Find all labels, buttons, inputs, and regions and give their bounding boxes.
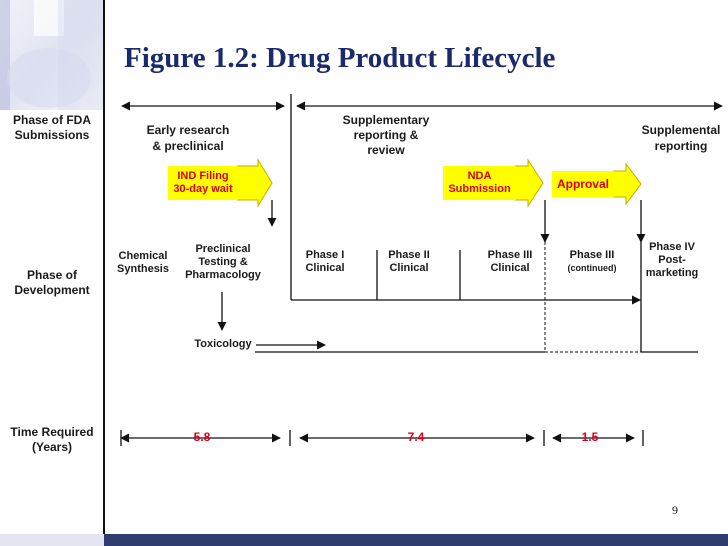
nda-pointer (514, 158, 544, 208)
page-title: Figure 1.2: Drug Product Lifecycle (124, 42, 556, 74)
ind-pointer (236, 158, 273, 208)
approval-box: Approval (552, 171, 614, 197)
duration-early-value: 5.8 (193, 430, 211, 444)
duration-clinical-value: 7.4 (407, 430, 425, 444)
lab-flask-icon (0, 0, 104, 110)
toxicology-label: Toxicology (194, 338, 252, 350)
early-research-label: Early research& preclinical (146, 123, 230, 153)
bottom-band-left (0, 534, 104, 546)
approval-pointer (612, 162, 642, 206)
row-label-time-required: Time Required(Years) (10, 425, 94, 454)
duration-approval-value: 1.5 (581, 430, 599, 444)
bottom-band (0, 534, 728, 546)
page-number: 9 (672, 503, 678, 517)
phase3-continued-label: Phase III(continued) (567, 249, 617, 273)
